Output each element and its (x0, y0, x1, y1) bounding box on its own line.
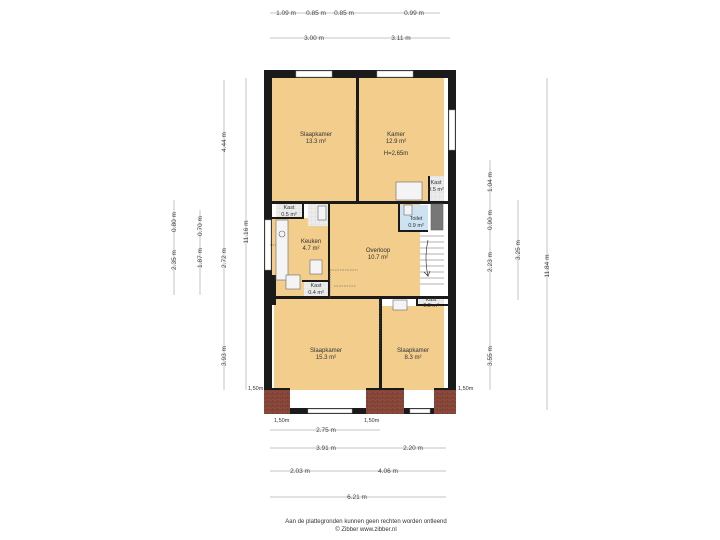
dim-label: 0.85 m (306, 10, 326, 17)
room-name: Kast (310, 283, 321, 289)
dim-label: 1.87 m (197, 248, 204, 268)
left-dimensions: 0.80 m 2.35 m 0.70 m 1.87 m 4.44 m 2.72 … (171, 132, 250, 366)
room-name: Kast (425, 297, 436, 303)
sink-kamer (395, 181, 423, 201)
dim-label: 0.90 m (487, 210, 494, 230)
room-area: 13.3 m² (306, 139, 326, 145)
bottom-dimensions: 2.75 m 3.91 m 2.20 m 2.03 m 4.06 m 6.21 … (290, 427, 423, 501)
fixtures (275, 181, 444, 311)
doors (270, 110, 381, 350)
dim-label: 2.75 m (316, 427, 336, 434)
toilet-bowl (403, 204, 413, 216)
floor-slaapkamer-nw (270, 78, 357, 203)
floor-kast-kamer (428, 176, 444, 201)
shaft-box (317, 205, 327, 221)
dim-label: 0.99 m (404, 10, 424, 17)
room-name: Keuken (301, 239, 321, 245)
dim-label: 4.06 m (378, 468, 398, 475)
dim-label: 0.80 m (171, 212, 178, 232)
hob (285, 274, 301, 290)
top-dimensions-row1: 1.09 m 0.85 m 0.85 m 0.99 m (276, 10, 424, 17)
right-dimensions: 1.04 m 0.90 m 2.23 m 3.55 m 3.25 m 11.84… (487, 172, 551, 366)
fridge (309, 259, 323, 275)
dim-label: 2.72 m (221, 248, 228, 268)
corner-label: 1,50m (248, 386, 264, 392)
dimension-lines (173, 12, 548, 498)
balconies (264, 390, 456, 414)
windows (264, 70, 456, 414)
dim-label: 6.21 m (347, 494, 367, 501)
room-area: 0.9 m² (408, 223, 424, 229)
room-area: 0.5 m² (428, 187, 444, 193)
staircase (420, 235, 444, 285)
floor-kast-se (418, 297, 444, 306)
dim-label: 2.03 m (290, 468, 310, 475)
room-area: 0.4 m² (308, 290, 324, 296)
room-height: H=2,65m (384, 151, 409, 157)
room-area: 8.3 m² (404, 355, 421, 361)
dim-label: 11.16 m (243, 220, 250, 243)
corner-label: 1,50m (458, 386, 474, 392)
room-area: 4.7 m² (302, 246, 319, 252)
room-name: Kamer (387, 132, 405, 138)
dim-label: 2.23 m (487, 252, 494, 272)
room-area: 0.3 m² (423, 303, 439, 309)
room-area: 12.9 m² (386, 139, 406, 145)
dim-label: 3.11 m (391, 35, 410, 42)
floor-slaapkamer-sw (274, 298, 380, 390)
pillar (430, 203, 444, 231)
room-name: Toilet (410, 216, 423, 222)
room-name: Overloop (366, 248, 391, 254)
corner-label: 1,50m (274, 418, 290, 424)
disclaimer-text: Aan de plattegronden kunnen geen rechten… (285, 519, 446, 525)
dim-label: 2.20 m (403, 445, 423, 452)
dim-label: 1.04 m (487, 172, 494, 192)
room-area: 15.3 m² (316, 355, 336, 361)
floor-stair (420, 231, 444, 291)
dim-label: 4.44 m (221, 132, 228, 152)
floor-slaapkamer-se (382, 306, 444, 390)
footer: Aan de plattegronden kunnen geen rechten… (285, 519, 446, 533)
room-name: Slaapkamer (300, 132, 332, 138)
room-name: Kast (430, 180, 441, 186)
room-name: Kast (283, 205, 294, 211)
balcony-right (434, 390, 456, 414)
balcony-center (366, 390, 404, 414)
washbasin (392, 299, 408, 311)
copyright-text: © Zibber www.zibber.nl (335, 526, 396, 533)
dim-label: 11.84 m (544, 254, 551, 277)
room-labels: Slaapkamer 13.3 m² Kamer 12.9 m² H=2,65m… (281, 132, 444, 361)
dim-label: 3.93 m (221, 346, 228, 366)
room-area: 10.7 m² (368, 255, 388, 261)
dim-label: 1.09 m (276, 10, 296, 17)
balcony-left (264, 390, 290, 414)
kitchen-sink (278, 230, 286, 238)
floor-kast-1 (276, 204, 303, 218)
room-name: Slaapkamer (397, 348, 429, 354)
floor-kast-keuken (304, 281, 328, 297)
room-area: 0.5 m² (281, 212, 297, 218)
top-dimensions-row2: 3.00 m 3.11 m (304, 35, 411, 42)
corner-label: 1,50m (364, 418, 380, 424)
dim-label: 2.35 m (171, 250, 178, 270)
kitchen-counter (275, 219, 289, 281)
dim-label: 0.85 m (334, 10, 354, 17)
dim-label: 3.25 m (515, 240, 522, 260)
dim-label: 3.00 m (304, 35, 324, 42)
dim-label: 3.55 m (487, 346, 494, 366)
corner-labels: 1,50m 1,50m 1,50m 1,50m (248, 386, 474, 424)
room-floors (270, 78, 444, 390)
dim-label: 0.70 m (197, 216, 204, 236)
dim-label: 3.91 m (316, 445, 336, 452)
room-name: Slaapkamer (310, 348, 342, 354)
